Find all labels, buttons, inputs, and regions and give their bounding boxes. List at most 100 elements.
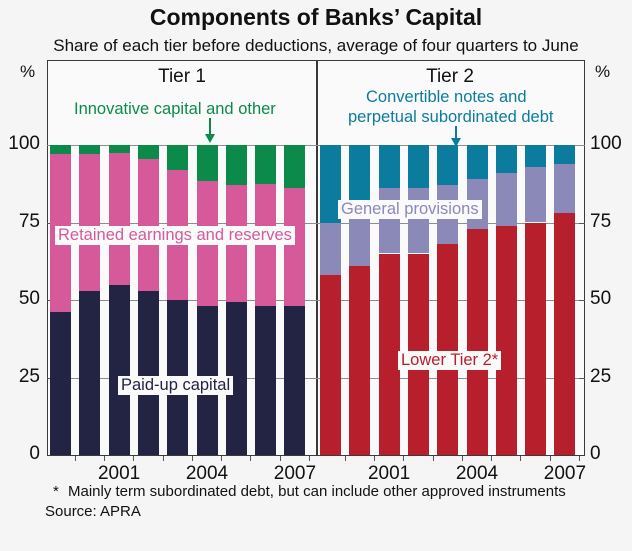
bar-segment-general_provisions <box>320 222 341 276</box>
bar-segment-general_provisions <box>554 163 576 214</box>
bar-segment-convertible <box>437 145 459 186</box>
bar-segment-general_provisions <box>349 216 371 266</box>
bar-segment-lower_tier2 <box>554 213 576 455</box>
footnote-text: Mainly term subordinated debt, but can i… <box>68 483 566 500</box>
x-tick-label-2004: 2004 <box>185 463 229 484</box>
bar-segment-lower_tier2 <box>495 225 517 455</box>
arrow-down-icon-convertible <box>451 126 461 147</box>
bar-segment-paid_up <box>225 301 247 455</box>
bar-segment-innovative <box>79 145 101 155</box>
x-tick <box>74 456 76 461</box>
annotation-paid-up-capital: Paid-up capital <box>118 376 234 395</box>
bar-segment-lower_tier2 <box>525 222 547 455</box>
bar-tier2-2004 <box>466 145 488 455</box>
arrow-down-icon-innovative <box>205 118 215 143</box>
x-tick <box>250 456 252 461</box>
gridline-25 <box>47 377 585 379</box>
annotation-innovative-capital: Innovative capital and other <box>74 100 276 118</box>
y-tick-label-left-0: 0 <box>29 443 40 464</box>
source-text: Source: APRA <box>45 503 141 520</box>
bar-tier1-2006 <box>255 145 277 455</box>
bar-tier2-1999 <box>320 145 341 455</box>
bar-segment-paid_up <box>284 306 306 455</box>
bar-segment-innovative <box>284 145 306 189</box>
annotation-convertible-notes-line2: perpetual subordinated debt <box>348 108 554 126</box>
annotation-general-provisions: General provisions <box>338 200 482 219</box>
x-tick <box>403 456 405 461</box>
x-tick-label-2007: 2007 <box>273 463 317 484</box>
x-tick-label-2001: 2001 <box>97 463 141 484</box>
bar-tier1-2000 <box>79 145 101 455</box>
bar-tier1-1999 <box>50 145 71 455</box>
page-title: Components of Banks’ Capital <box>149 4 483 30</box>
x-tick <box>309 456 310 461</box>
bar-tier1-2004 <box>196 145 218 455</box>
bar-tier1-2007 <box>284 145 306 455</box>
bar-tier1-2005 <box>225 145 247 455</box>
bar-segment-innovative <box>137 145 159 159</box>
x-tick <box>461 456 463 461</box>
bar-tier2-2005 <box>495 145 517 455</box>
bar-segment-retained <box>284 188 306 307</box>
bar-segment-general_provisions <box>525 166 547 223</box>
x-tick <box>191 456 193 461</box>
bar-tier1-2003 <box>167 145 189 455</box>
bar-tier2-2007 <box>554 145 576 455</box>
panel-title-tier1: Tier 1 <box>158 66 206 87</box>
x-tick <box>491 456 493 461</box>
bar-segment-convertible <box>525 145 547 167</box>
bar-segment-convertible <box>349 145 371 217</box>
bar-segment-paid_up <box>137 290 159 455</box>
x-tick <box>133 456 135 461</box>
bar-segment-convertible <box>466 145 488 180</box>
y-tick-label-right-0: 0 <box>590 443 601 464</box>
bar-segment-paid_up <box>255 306 277 455</box>
bar-tier2-2006 <box>525 145 547 455</box>
bar-segment-retained <box>108 152 130 285</box>
bar-segment-retained <box>137 158 159 291</box>
x-tick-label-2004: 2004 <box>455 463 499 484</box>
bar-segment-general_provisions <box>378 188 400 254</box>
bar-segment-convertible <box>320 145 341 223</box>
y-tick-25 <box>579 377 585 379</box>
x-tick-label-2001: 2001 <box>367 463 411 484</box>
bar-segment-innovative <box>108 145 130 153</box>
x-tick <box>103 456 105 461</box>
bar-tier1-2001 <box>108 145 130 455</box>
bar-segment-lower_tier2 <box>466 228 488 455</box>
bar-segment-innovative <box>50 145 71 155</box>
y-tick-50 <box>579 300 585 301</box>
bar-segment-paid_up <box>108 284 130 455</box>
bar-tier2-2001 <box>378 145 400 455</box>
y-tick-label-left-50: 50 <box>18 288 40 309</box>
y-tick-label-right-50: 50 <box>590 288 612 309</box>
bar-segment-lower_tier2 <box>437 244 459 455</box>
x-tick <box>520 456 522 461</box>
annotation-lower-tier2: Lower Tier 2* <box>398 351 502 370</box>
x-tick <box>279 456 281 461</box>
bar-segment-retained <box>79 154 101 291</box>
y-tick-label-left-25: 25 <box>18 365 40 387</box>
annotation-retained-earnings: Retained earnings and reserves <box>55 226 295 245</box>
bar-tier2-2000 <box>349 145 371 455</box>
x-tick <box>579 456 580 461</box>
bar-segment-innovative <box>255 145 277 184</box>
panel-title-tier2: Tier 2 <box>426 66 474 87</box>
y-tick-label-left-100: 100 <box>8 133 40 154</box>
gridline-50 <box>47 300 585 301</box>
bar-tier2-2003 <box>437 145 459 455</box>
x-tick <box>549 456 551 461</box>
y-axis-unit-right: % <box>595 62 611 81</box>
y-axis-unit-left: % <box>20 62 36 81</box>
y-tick-75 <box>579 222 585 224</box>
y-tick-label-right-75: 75 <box>590 210 612 232</box>
bar-segment-paid_up <box>79 290 101 455</box>
x-tick-label-2007: 2007 <box>543 463 587 484</box>
x-tick <box>432 456 434 461</box>
bar-segment-lower_tier2 <box>378 253 400 455</box>
bar-segment-convertible <box>378 145 400 189</box>
y-tick-label-left-75: 75 <box>18 210 40 232</box>
bar-tier2-2002 <box>407 145 429 455</box>
page-subtitle: Share of each tier before deductions, av… <box>53 36 579 55</box>
bar-segment-lower_tier2 <box>349 265 371 455</box>
